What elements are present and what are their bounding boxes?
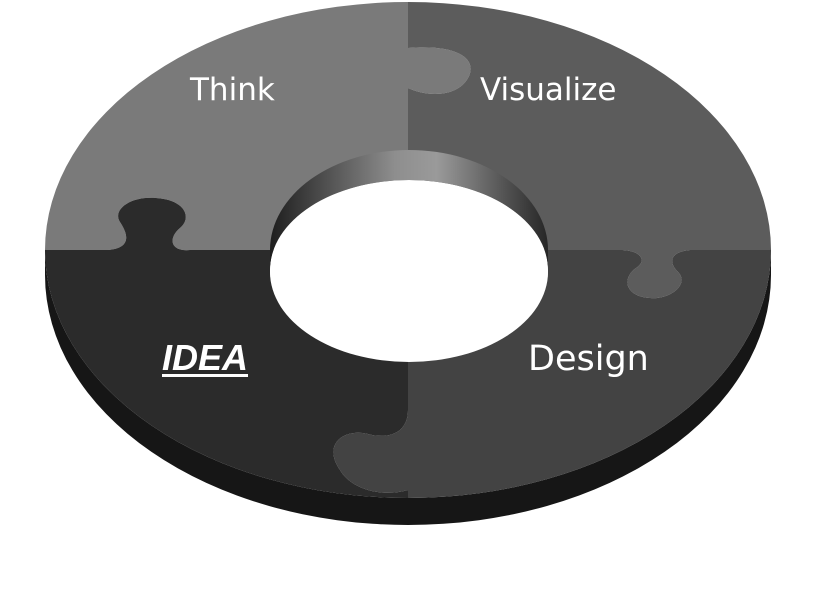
label-think: Think xyxy=(190,72,275,108)
center-hole-wall xyxy=(270,150,548,270)
label-idea: IDEA xyxy=(162,337,249,378)
center-hole xyxy=(270,182,548,362)
label-design: Design xyxy=(528,339,649,379)
label-visualize: Visualize xyxy=(480,72,617,108)
